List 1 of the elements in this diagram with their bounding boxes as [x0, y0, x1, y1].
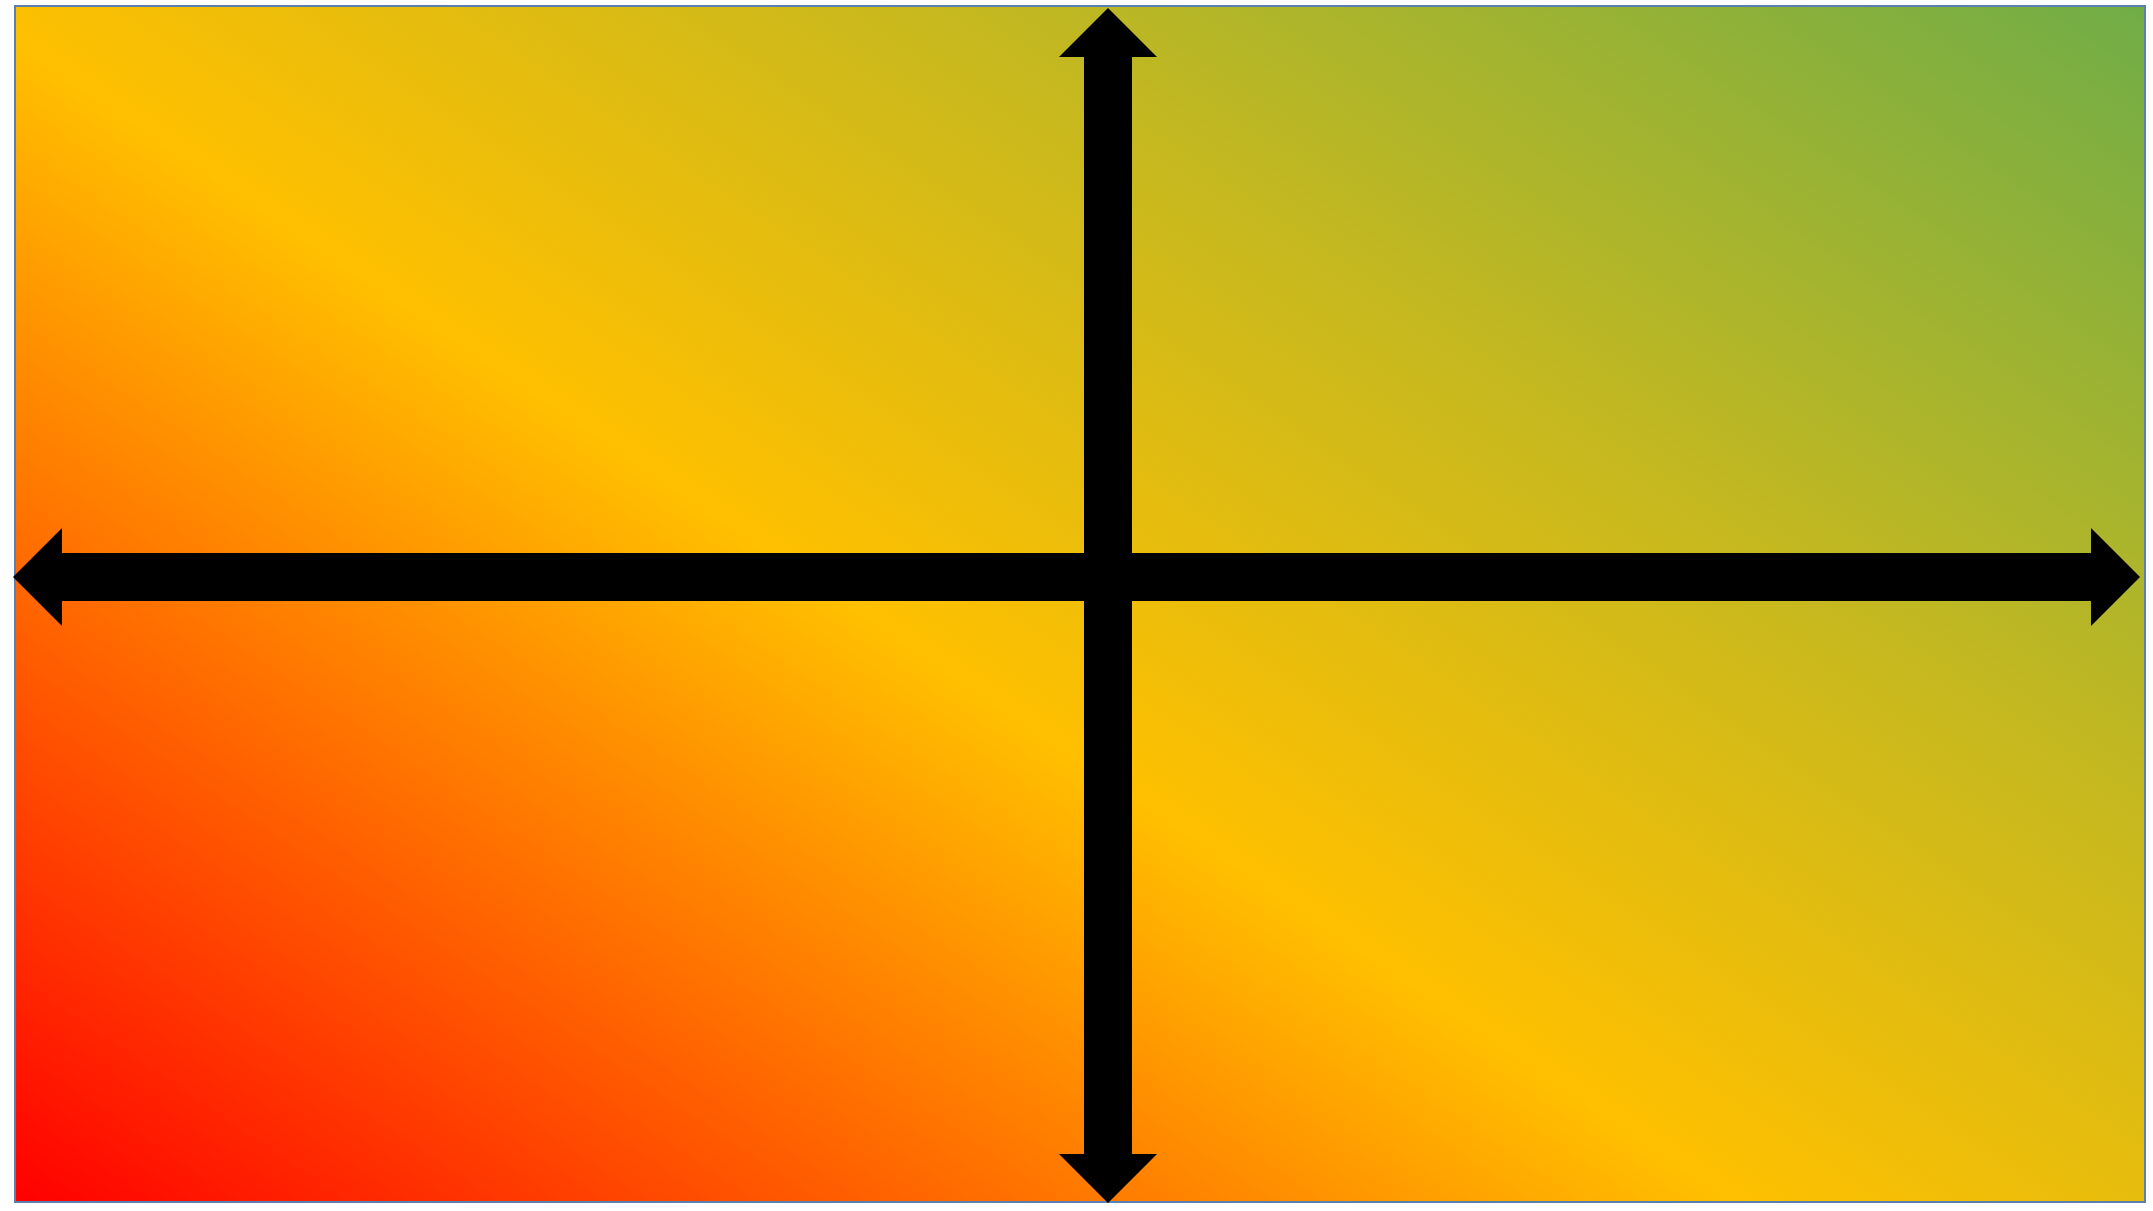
- gradient-panel: [14, 5, 2146, 1203]
